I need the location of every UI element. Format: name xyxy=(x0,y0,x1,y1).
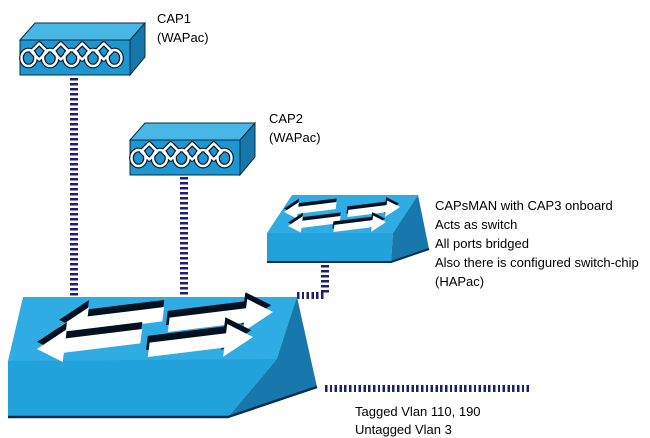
cap2-label: CAP2 (WAPac) xyxy=(269,109,321,147)
legend-dashed-line xyxy=(325,385,531,392)
switch-bottom-edge xyxy=(8,385,318,419)
legend-text: Tagged Vlan 110, 190 Untagged Vlan 3 xyxy=(355,403,481,438)
switch-bottom-edge xyxy=(267,248,430,263)
link-capsman-to-core-horizontal xyxy=(297,292,324,299)
cap1-sub: (WAPac) xyxy=(157,30,209,45)
capsman-label: CAPsMAN with CAP3 onboard Acts as switch… xyxy=(435,196,639,291)
cap2-sub: (WAPac) xyxy=(269,130,321,145)
capsman-label-line: (HAPac) xyxy=(435,274,485,289)
capsman-label-line: All ports bridged xyxy=(435,236,529,251)
capsman-device switch-icon xyxy=(267,194,430,263)
cap2-device wireless-ap-icon xyxy=(130,123,255,175)
cap1-name: CAP1 xyxy=(157,11,191,26)
legend-line-untagged: Untagged Vlan 3 xyxy=(355,422,452,437)
cap1-label: CAP1 (WAPac) xyxy=(157,9,209,47)
capsman-label-line: CAPsMAN with CAP3 onboard xyxy=(435,198,613,213)
link-capsman-to-core-vertical xyxy=(321,265,329,295)
legend-line-tagged: Tagged Vlan 110, 190 xyxy=(355,404,481,419)
link-cap2-to-core xyxy=(180,177,188,296)
link-cap1-to-core xyxy=(70,78,78,296)
capsman-label-line: Also there is configured switch-chip xyxy=(435,255,639,270)
capsman-label-line: Acts as switch xyxy=(435,217,518,232)
core-switch-device switch-icon xyxy=(8,289,318,419)
cap2-name: CAP2 xyxy=(269,111,303,126)
cap1-device wireless-ap-icon xyxy=(20,23,145,75)
